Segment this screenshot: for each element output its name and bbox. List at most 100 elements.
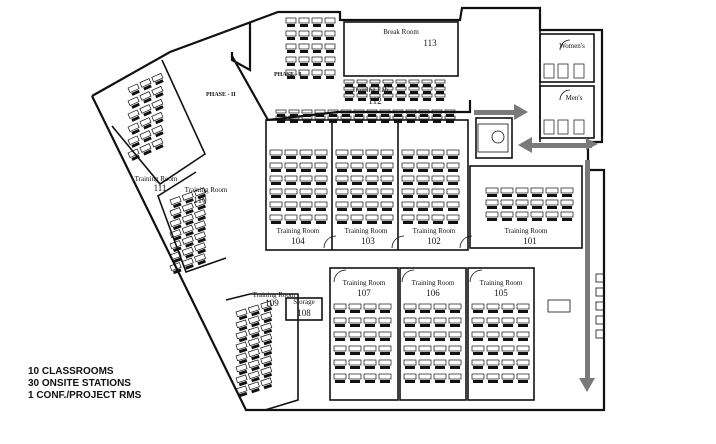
room-105-label: Training Room: [480, 279, 523, 287]
desk-row: [235, 311, 273, 332]
desk-row: [169, 231, 206, 253]
room-103-label: Training Room: [345, 227, 388, 235]
desk-row: [169, 253, 206, 275]
desk-row: [169, 187, 206, 209]
room-106-number: 106: [426, 288, 440, 298]
desk-row: [269, 162, 328, 172]
desk-row: [335, 188, 394, 198]
break-room-label: Break Room: [383, 28, 419, 36]
desk-row: [127, 124, 164, 148]
desk-row: [275, 109, 456, 117]
desk-row: [269, 201, 328, 211]
room-109-number: 109: [265, 298, 279, 308]
desk-row: [471, 345, 530, 355]
desk-row: [471, 317, 530, 327]
room-107-label: Training Room: [343, 279, 386, 287]
desk-row: [471, 331, 530, 341]
desk-row: [335, 162, 394, 172]
desk-row: [471, 303, 530, 313]
door-swings: [323, 39, 571, 283]
arrow-left: [518, 137, 592, 153]
equipment-markers: [477, 123, 605, 339]
room-102-number: 102: [427, 236, 441, 246]
room-labels: Break Room 113 Training Lab 112 PHASE - …: [135, 28, 585, 318]
desk-row: [169, 242, 206, 264]
legend: 10 CLASSROOMS 30 ONSITE STATIONS 1 CONF.…: [28, 366, 141, 402]
desk-row: [333, 303, 392, 313]
desk-row: [169, 198, 206, 220]
desk-row: [401, 214, 460, 224]
desk-row: [169, 220, 206, 242]
restroom-fixtures: [543, 63, 585, 135]
desk-row: [403, 359, 462, 369]
desk-row: [401, 149, 460, 159]
legend-classrooms: 10 CLASSROOMS: [28, 366, 114, 377]
desk-row: [401, 188, 460, 198]
desk-row: [127, 111, 164, 135]
desk-row: [275, 115, 456, 123]
break-room-number: 113: [423, 38, 437, 48]
desk-row: [127, 72, 164, 96]
training-lab-label: Training Lab: [352, 86, 389, 94]
room-103-number: 103: [361, 236, 375, 246]
desk-row: [235, 355, 273, 376]
desk-row: [269, 175, 328, 185]
desk-row: [127, 137, 164, 161]
direction-arrows: [474, 104, 598, 392]
desk-row: [403, 345, 462, 355]
desk-row: [333, 331, 392, 341]
desk-row: [235, 377, 273, 398]
desk-row: [485, 187, 574, 197]
room-111-label: Training Room: [135, 175, 178, 183]
desk-row: [335, 201, 394, 211]
desk-row: [471, 359, 530, 369]
desk-row: [269, 149, 328, 159]
desk-row: [335, 214, 394, 224]
desk-row: [169, 209, 206, 231]
arrow-small: [586, 138, 598, 150]
desk-clusters: [127, 17, 574, 398]
desk-row: [269, 188, 328, 198]
desk-row: [343, 79, 446, 87]
desk-row: [285, 30, 336, 40]
phase-2-label: PHASE - II: [206, 92, 236, 98]
desk-row: [235, 366, 273, 387]
desk-row: [333, 317, 392, 327]
desk-row: [343, 86, 446, 94]
desk-row: [343, 93, 446, 101]
desk-row: [235, 333, 273, 354]
outer-walls: [91, 6, 606, 412]
desk-row: [285, 56, 336, 66]
arrow-down: [579, 160, 595, 392]
desk-row: [127, 98, 164, 122]
room-101-number: 101: [523, 236, 537, 246]
room-101-label: Training Room: [505, 227, 548, 235]
legend-stations: 30 ONSITE STATIONS: [28, 378, 131, 389]
womens-restroom-label: Women's: [559, 42, 585, 50]
desk-row: [401, 175, 460, 185]
training-lab-number: 112: [368, 96, 381, 106]
desk-row: [235, 322, 273, 343]
desk-row: [285, 17, 336, 27]
desk-row: [285, 43, 336, 53]
desk-row: [235, 300, 273, 321]
desk-row: [333, 373, 392, 383]
room-109-label: Training Room: [253, 291, 296, 299]
room-104-number: 104: [291, 236, 305, 246]
desk-row: [269, 214, 328, 224]
desk-row: [485, 211, 574, 221]
room-106-label: Training Room: [412, 279, 455, 287]
room-110-label: Training Room: [185, 186, 228, 194]
desk-row: [403, 373, 462, 383]
room-102-label: Training Room: [413, 227, 456, 235]
desk-row: [403, 303, 462, 313]
desk-row: [401, 162, 460, 172]
phase-1-label: PHASE - I: [274, 72, 302, 78]
desk-row: [333, 345, 392, 355]
desk-row: [235, 344, 273, 365]
desk-row: [401, 201, 460, 211]
desk-row: [335, 175, 394, 185]
desk-row: [285, 69, 336, 79]
desk-row: [403, 331, 462, 341]
